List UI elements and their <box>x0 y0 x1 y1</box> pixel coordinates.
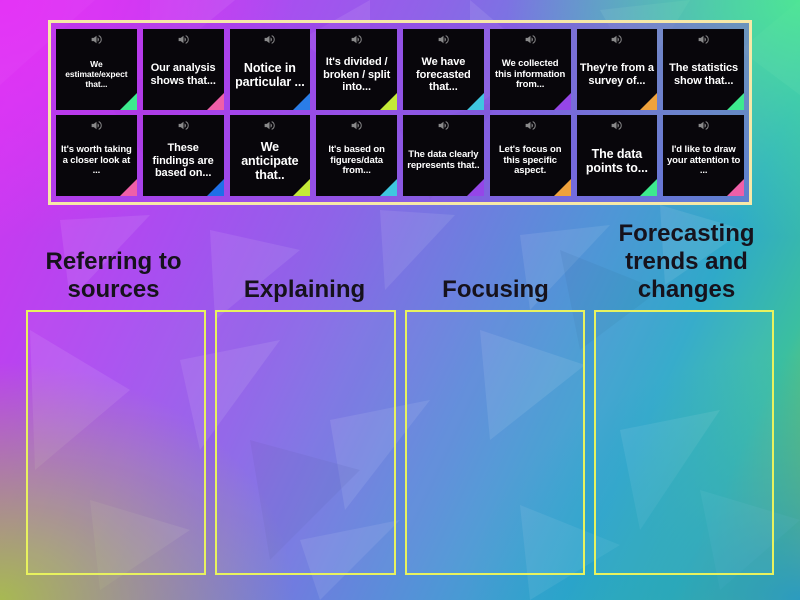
word-card[interactable]: We collected this information from... <box>489 29 571 110</box>
word-card-text: These findings are based on... <box>152 142 214 180</box>
word-card[interactable]: The statistics show that... <box>663 29 744 110</box>
speaker-icon[interactable] <box>610 33 623 46</box>
word-card-text: We have forecasted that... <box>416 56 471 94</box>
word-card-text: We anticipate that.. <box>241 139 299 183</box>
speaker-icon[interactable] <box>177 33 190 46</box>
word-card-text: It's based on figures/data from... <box>328 143 385 177</box>
speaker-icon[interactable] <box>524 119 537 132</box>
word-card-text: Notice in particular ... <box>235 60 305 89</box>
word-card[interactable]: I'd like to draw your attention to ... <box>663 115 744 196</box>
word-card[interactable]: It's based on figures/data from... <box>316 115 397 196</box>
corner-flag <box>553 179 571 196</box>
word-card-text: It's worth taking a closer look at ... <box>60 143 132 177</box>
speaker-icon[interactable] <box>437 119 450 132</box>
speaker-icon[interactable] <box>263 119 276 132</box>
dropzone-explaining[interactable] <box>215 310 396 575</box>
word-card[interactable]: It's worth taking a closer look at ... <box>56 115 137 196</box>
corner-flag <box>293 93 311 110</box>
corner-flag <box>119 179 137 196</box>
category-heading-forecasting: Forecasting trends and changes <box>618 219 755 303</box>
word-card-text: The statistics show that... <box>669 62 739 87</box>
speaker-icon[interactable] <box>263 33 276 46</box>
corner-flag <box>380 93 397 110</box>
speaker-icon[interactable] <box>437 33 450 46</box>
dropzone-forecasting[interactable] <box>593 310 774 575</box>
word-card[interactable]: Let's focus on this specific aspect. <box>489 115 571 196</box>
speaker-icon[interactable] <box>524 33 537 46</box>
dropzone-referring-to-sources[interactable] <box>26 310 207 575</box>
word-card[interactable]: The data points to... <box>576 115 658 196</box>
word-card-text: Let's focus on this specific aspect. <box>498 143 562 177</box>
word-card-text: The data points to... <box>585 146 648 175</box>
speaker-icon[interactable] <box>90 33 103 46</box>
word-card[interactable]: We estimate/expect that... <box>56 29 137 110</box>
corner-flag <box>206 179 224 196</box>
category-dropzones <box>26 310 774 575</box>
word-card[interactable]: We anticipate that.. <box>229 115 311 196</box>
corner-flag <box>553 93 571 110</box>
category-headings: Referring to sources Explaining Focusing… <box>18 216 782 308</box>
category-heading-explaining: Explaining <box>243 275 366 303</box>
word-card[interactable]: Our analysis shows that... <box>142 29 224 110</box>
speaker-icon[interactable] <box>610 119 623 132</box>
word-card[interactable]: These findings are based on... <box>142 115 224 196</box>
word-card-text: We collected this information from... <box>495 57 566 91</box>
category-heading-focusing: Focusing <box>442 275 549 303</box>
speaker-icon[interactable] <box>350 33 363 46</box>
dropzone-focusing[interactable] <box>404 310 585 575</box>
corner-flag <box>206 93 224 110</box>
speaker-icon[interactable] <box>697 33 710 46</box>
corner-flag <box>119 93 137 110</box>
corner-flag <box>466 179 484 196</box>
corner-flag <box>293 179 311 196</box>
speaker-icon[interactable] <box>350 119 363 132</box>
word-card-text: It's divided / broken / split into... <box>323 56 391 94</box>
corner-flag <box>727 179 744 196</box>
card-tray-grid: We estimate/expect that... Our analysis … <box>56 29 744 196</box>
word-card[interactable]: It's divided / broken / split into... <box>316 29 397 110</box>
word-card-text: Our analysis shows that... <box>150 62 216 87</box>
word-card[interactable]: They're from a survey of... <box>576 29 658 110</box>
speaker-icon[interactable] <box>177 119 190 132</box>
category-heading-referring-to-sources: Referring to sources <box>45 247 182 303</box>
speaker-icon[interactable] <box>697 119 710 132</box>
card-tray: We estimate/expect that... Our analysis … <box>48 20 752 205</box>
word-card-text: The data clearly represents that.. <box>407 149 480 171</box>
word-card[interactable]: Notice in particular ... <box>229 29 311 110</box>
corner-flag <box>727 93 744 110</box>
corner-flag <box>466 93 484 110</box>
word-card-text: We estimate/expect that... <box>65 59 128 89</box>
corner-flag <box>640 179 658 196</box>
word-card[interactable]: We have forecasted that... <box>403 29 484 110</box>
corner-flag <box>640 93 658 110</box>
corner-flag <box>380 179 397 196</box>
word-card-text: They're from a survey of... <box>579 62 654 87</box>
speaker-icon[interactable] <box>90 119 103 132</box>
word-card-text: I'd like to draw your attention to ... <box>667 143 741 177</box>
word-card[interactable]: The data clearly represents that.. <box>403 115 484 196</box>
